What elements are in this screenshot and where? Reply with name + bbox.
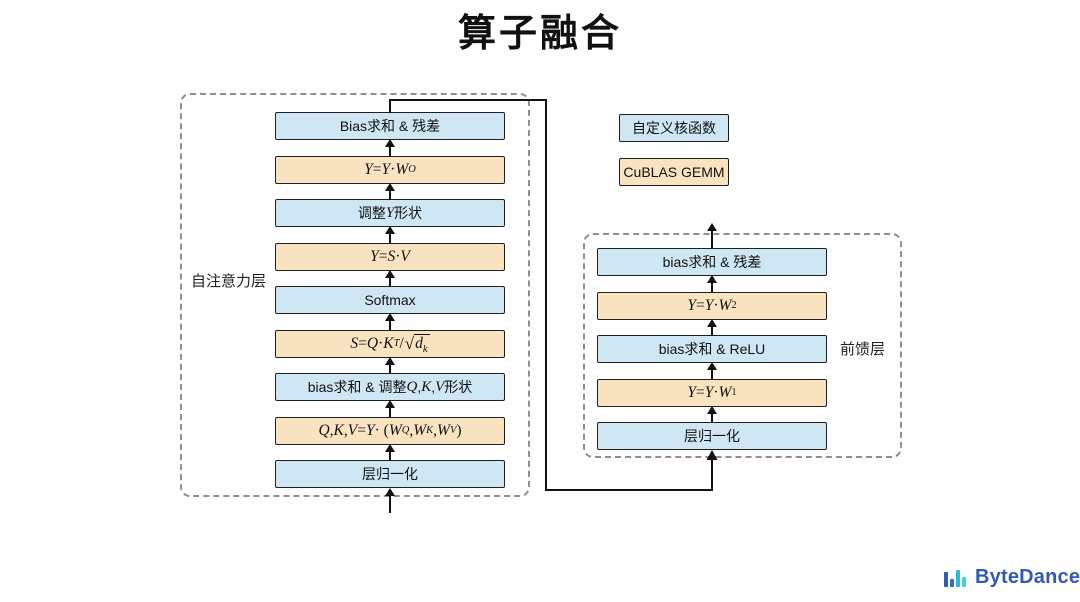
flow-box: Softmax	[275, 286, 505, 314]
flow-box: 调整 Y 形状	[275, 199, 505, 227]
up-arrow-icon	[384, 182, 396, 199]
up-arrow-icon	[384, 226, 396, 243]
up-arrow-icon	[706, 275, 718, 292]
up-arrow-icon	[384, 269, 396, 286]
bytedance-logo: ByteDance	[944, 566, 1080, 589]
bytedance-bars-icon	[944, 567, 969, 589]
up-arrow-icon	[384, 443, 396, 460]
up-arrow-icon	[706, 362, 718, 379]
up-arrow-icon	[384, 313, 396, 330]
feed-forward-label: 前馈层	[840, 341, 886, 358]
legend-custom-kernel: 自定义核函数	[619, 114, 729, 142]
flow-box: 层归一化	[275, 460, 505, 488]
self-attention-label: 自注意力层	[191, 273, 267, 290]
input-arrow-icon	[384, 488, 396, 513]
flow-box: bias求和 & ReLU	[597, 335, 827, 363]
bytedance-wordmark: ByteDance	[975, 566, 1080, 588]
up-arrow-icon	[384, 400, 396, 417]
flow-box: bias求和 & 残差	[597, 248, 827, 276]
flow-box: Bias求和 & 残差	[275, 112, 505, 140]
up-arrow-icon	[706, 318, 718, 335]
legend-cublas-gemm: CuBLAS GEMM	[619, 158, 729, 186]
page-title: 算子融合	[457, 13, 622, 55]
flow-box: bias求和 & 调整 Q, K, V 形状	[275, 373, 505, 401]
up-arrow-icon	[384, 356, 396, 373]
flow-box: Y = S · V	[275, 242, 505, 271]
output-arrow-icon	[706, 223, 718, 248]
flow-box: 层归一化	[597, 422, 827, 450]
up-arrow-icon	[384, 139, 396, 156]
up-arrow-icon	[706, 405, 718, 422]
